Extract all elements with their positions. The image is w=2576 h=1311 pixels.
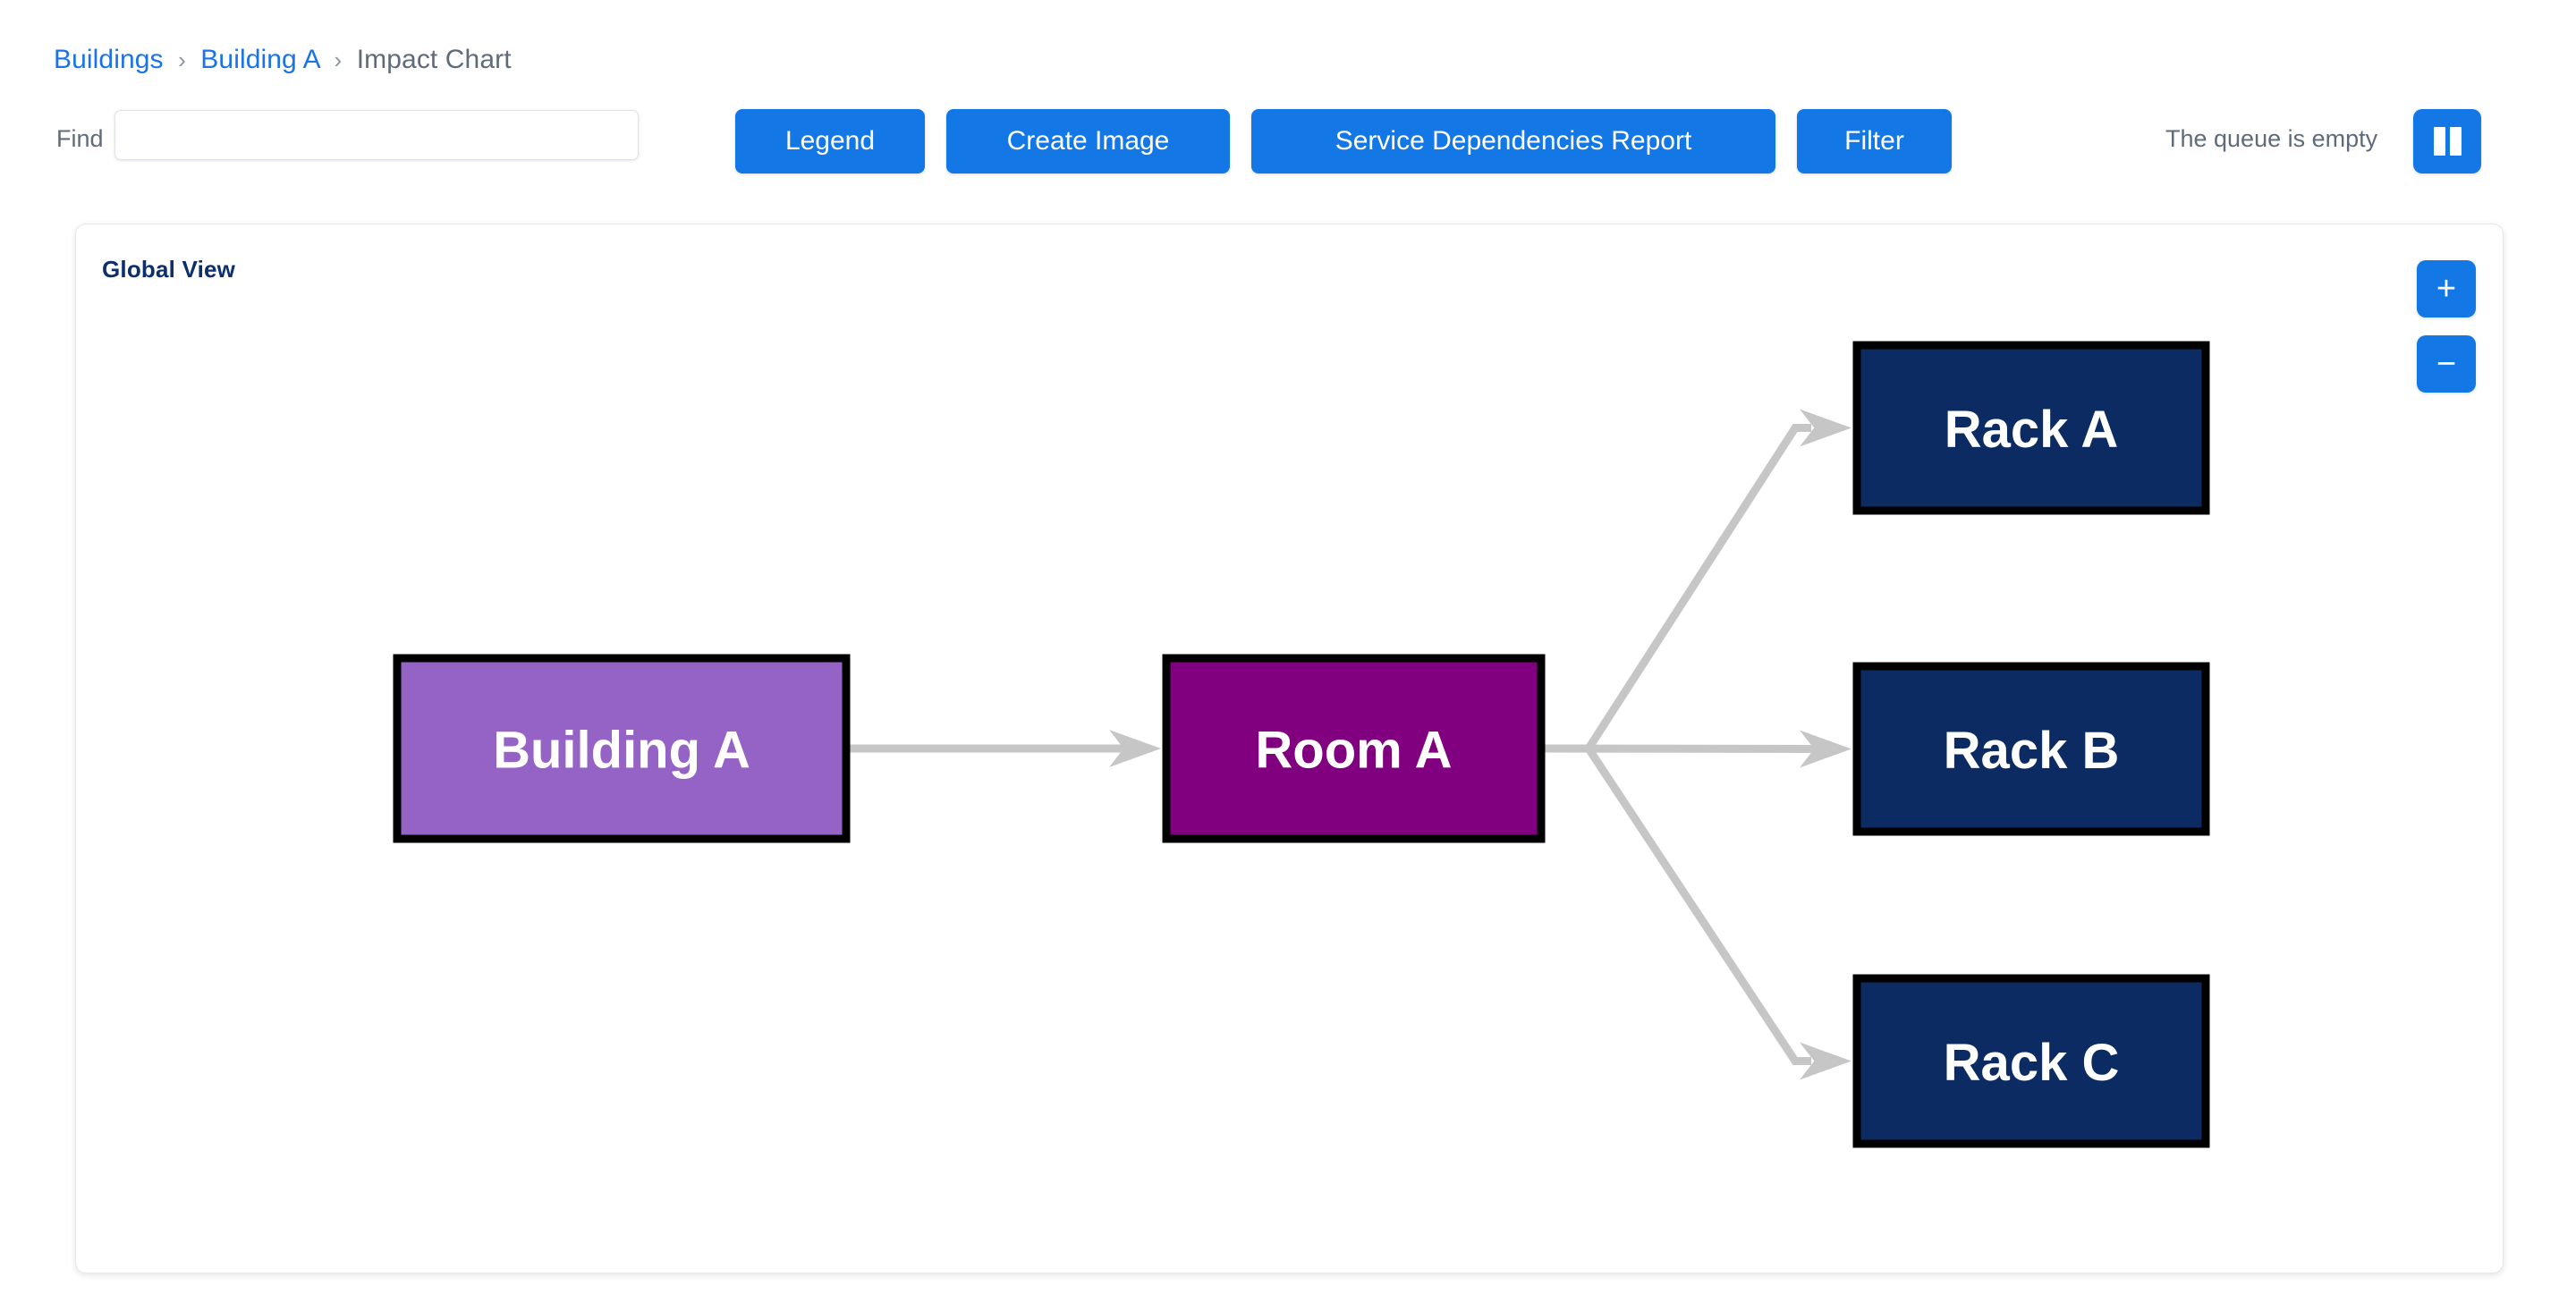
toolbar: Find Legend Create Image Service Depende… (0, 106, 2576, 173)
breadcrumb-item-building-a[interactable]: Building A (200, 45, 320, 74)
graph-node-building-a[interactable]: Building A (393, 654, 851, 843)
node-box[interactable] (1852, 974, 2210, 1148)
columns-icon-button[interactable] (2413, 109, 2481, 173)
breadcrumb: Buildings › Building A › Impact Chart (54, 45, 512, 75)
graph-node-rack-a[interactable]: Rack A (1852, 341, 2210, 515)
zoom-in-button[interactable]: + (2417, 260, 2476, 317)
filter-button[interactable]: Filter (1797, 109, 1952, 173)
node-label: Building A (493, 722, 750, 780)
breadcrumb-separator: › (334, 47, 343, 73)
node-box[interactable] (393, 654, 851, 843)
find-label: Find (56, 125, 104, 152)
zoom-out-button[interactable]: − (2417, 335, 2476, 393)
node-label: Rack C (1944, 1034, 2120, 1092)
graph-edge (1541, 744, 1811, 1065)
find-input[interactable] (114, 110, 639, 160)
node-box[interactable] (1852, 662, 2210, 836)
arrow-head-icon (1800, 409, 1852, 447)
impact-chart-graph[interactable]: Building A Room A Rack A Rack B Rack C (76, 224, 2503, 1273)
create-image-button[interactable]: Create Image (946, 109, 1230, 173)
arrow-head-icon (1800, 730, 1852, 768)
arrow-head-icon (1800, 1042, 1852, 1080)
graph-edges (846, 409, 1852, 1080)
breadcrumb-item-buildings[interactable]: Buildings (54, 45, 164, 74)
breadcrumb-separator: › (178, 47, 186, 73)
columns-icon (2449, 127, 2462, 156)
legend-button[interactable]: Legend (735, 109, 925, 173)
graph-edge (1541, 424, 1811, 753)
node-label: Rack A (1945, 401, 2119, 459)
queue-status-text: The queue is empty (2165, 125, 2378, 152)
breadcrumb-item-impact-chart: Impact Chart (356, 45, 512, 74)
node-box[interactable] (1852, 341, 2210, 515)
panel-title: Global View (102, 256, 236, 283)
arrow-head-icon (1109, 730, 1161, 767)
service-dependencies-report-button[interactable]: Service Dependencies Report (1251, 109, 1775, 173)
node-label: Rack B (1944, 722, 2120, 780)
columns-icon (2433, 127, 2445, 156)
graph-node-rack-b[interactable]: Rack B (1852, 662, 2210, 836)
graph-node-room-a[interactable]: Room A (1162, 654, 1546, 843)
node-box[interactable] (1162, 654, 1546, 843)
node-label: Room A (1255, 722, 1452, 780)
graph-canvas-panel: Global View + − Building A Room A Rack A Ra… (75, 224, 2504, 1273)
graph-nodes: Building A Room A Rack A Rack B Rack C (393, 341, 2210, 1148)
graph-node-rack-c[interactable]: Rack C (1852, 974, 2210, 1148)
